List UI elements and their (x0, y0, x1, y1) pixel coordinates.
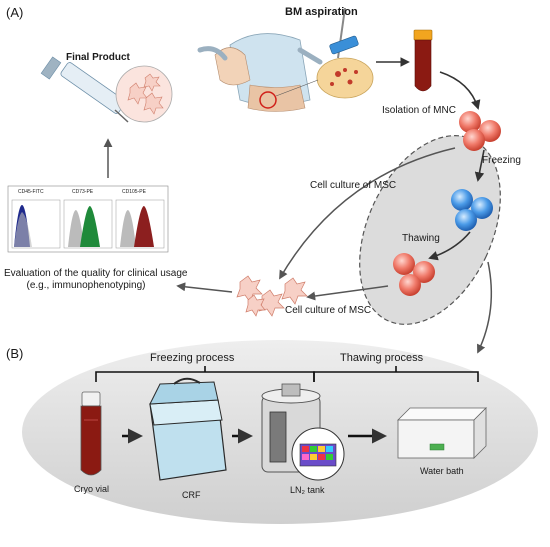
arrow-thaw-to-culture (306, 285, 389, 301)
histogram-cd73 (80, 206, 100, 247)
crf-icon (149, 377, 227, 481)
thawed-cells (393, 253, 435, 296)
crf-label: CRF (182, 490, 201, 500)
arrow-to-freezing (474, 149, 485, 182)
msc-cells (236, 275, 308, 317)
histogram-cd105 (134, 206, 154, 247)
flow-cytometry-panel (7, 185, 169, 253)
arrow-tube-to-mnc (439, 71, 481, 110)
histogram-label-cd73: CD73-PE (72, 189, 94, 195)
final-product-label: Final Product (66, 52, 130, 63)
evaluation-label: Evaluation of the quality for clinical u… (4, 268, 188, 291)
histogram-label-cd45: CD45-FITC (18, 189, 44, 195)
cell-culture-top-label: Cell culture of MSC (310, 180, 397, 191)
water-bath-label: Water bath (420, 466, 464, 476)
bm-aspiration-label: BM aspiration (285, 6, 358, 18)
freezing-process-label: Freezing process (150, 352, 235, 364)
arrow-mnc-to-culture (279, 147, 456, 280)
thawing-label: Thawing (402, 233, 440, 244)
water-bath-icon (397, 407, 487, 459)
blood-tube-icon (413, 29, 433, 92)
isolation-label: Isolation of MNC (382, 105, 456, 116)
evaluation-line-2: (e.g., immunophenotyping) (26, 279, 146, 291)
cryo-vial-label: Cryo vial (74, 484, 110, 494)
ln2-tank-label: LN₂ tank (290, 485, 325, 495)
panel-b-label: (B) (6, 346, 24, 361)
ln2-tank-icon (261, 383, 345, 481)
frozen-cells (451, 189, 493, 231)
evaluation-line-1: Evaluation of the quality for clinical u… (4, 268, 188, 279)
arrow-to-panel-b (477, 261, 493, 354)
freezing-label: Freezing (482, 155, 521, 166)
arrow-culture-to-evaluation (176, 282, 233, 293)
arrow-to-thawing (428, 231, 471, 261)
histogram-label-cd105: CD105-PE (122, 189, 146, 195)
panel-a-label: (A) (6, 5, 24, 20)
thawing-process-label: Thawing process (340, 352, 424, 364)
bm-aspiration-illustration (197, 7, 374, 112)
syringe-icon (40, 56, 173, 123)
mnc-cells (459, 111, 501, 151)
cryo-vial-icon (80, 391, 102, 476)
cell-culture-bottom-label: Cell culture of MSC (285, 305, 372, 316)
